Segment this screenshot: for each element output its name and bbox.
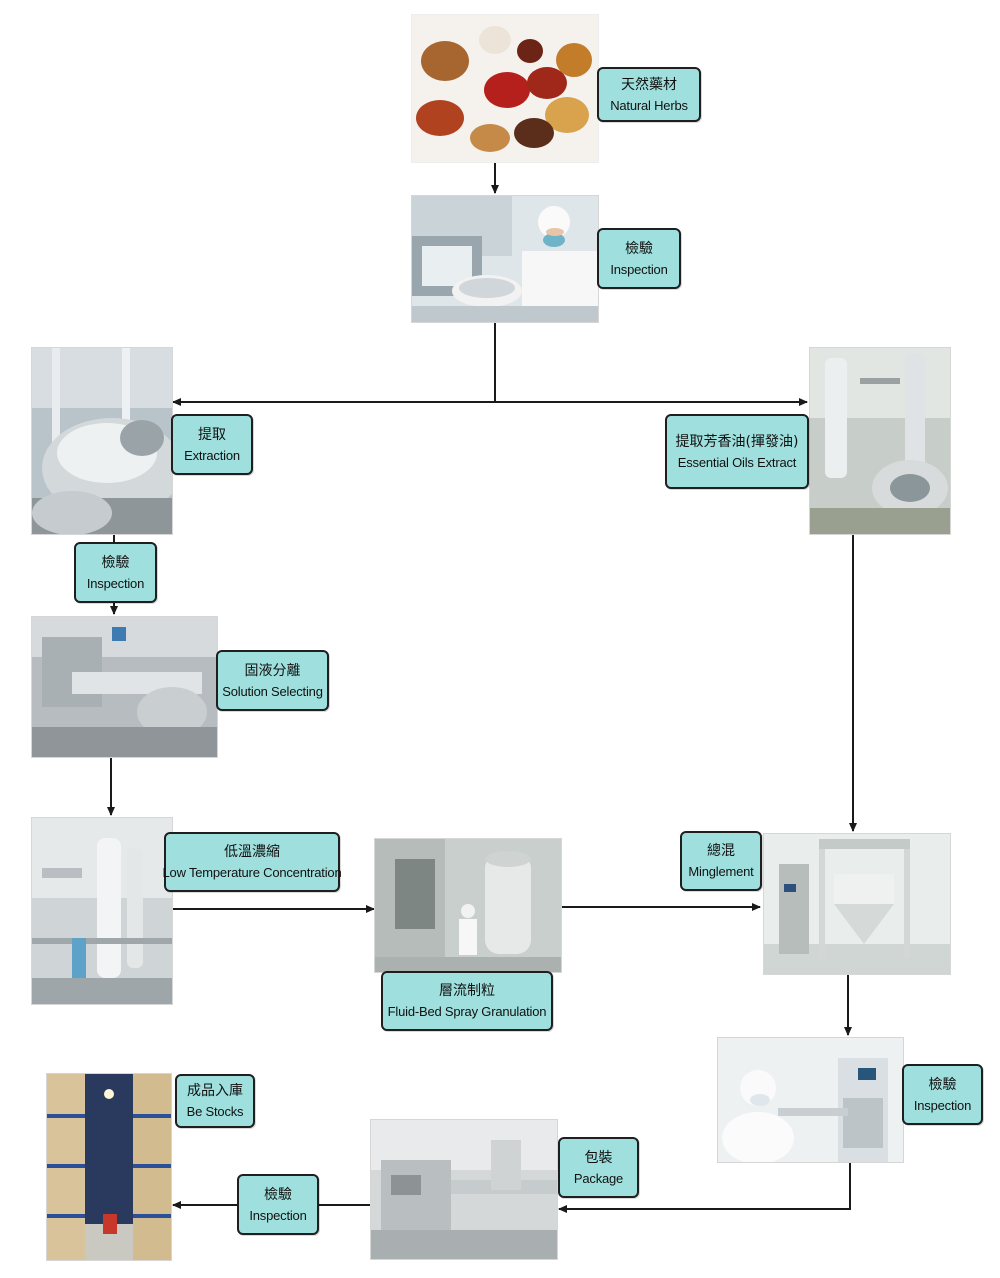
- step-title-en: Package: [573, 1170, 624, 1186]
- step-title-en: Inspection: [86, 575, 145, 591]
- step-package: 包裝 Package: [558, 1137, 639, 1198]
- step-title-en: Inspection: [249, 1207, 307, 1223]
- extraction-tank-photo: [31, 347, 173, 535]
- step-title-en: Natural Herbs: [610, 97, 688, 113]
- step-title-zh: 層流制粒: [439, 983, 495, 999]
- step-inspection-2: 檢驗 Inspection: [74, 542, 157, 603]
- step-be-stocks: 成品入庫 Be Stocks: [175, 1074, 255, 1128]
- lab-photo: [411, 195, 599, 323]
- step-title-en: Essential Oils Extract: [677, 454, 797, 470]
- step-essential-oils: 提取芳香油(揮發油) Essential Oils Extract: [665, 414, 809, 489]
- concentrator-photo: [31, 817, 173, 1005]
- step-inspection-3: 檢驗 Inspection: [902, 1064, 983, 1125]
- step-title-zh: 天然藥材: [621, 76, 677, 93]
- step-title-en: Extraction: [184, 447, 240, 463]
- warehouse-photo: [46, 1073, 172, 1261]
- step-title-zh: 檢驗: [264, 1186, 292, 1203]
- step-minglement: 總混 Minglement: [680, 831, 762, 891]
- packaging-line-photo: [370, 1119, 558, 1260]
- oil-extraction-photo: [809, 347, 951, 535]
- step-low-temp-concentration: 低溫濃縮 Low Temperature Concentration: [162, 832, 342, 892]
- step-title-en: Low Temperature Concentration: [162, 865, 342, 880]
- step-title-zh: 提取芳香油(揮發油): [675, 433, 799, 450]
- step-title-en: Inspection: [913, 1097, 972, 1113]
- step-title-zh: 總混: [707, 843, 735, 859]
- step-inspection-4: 檢驗 Inspection: [237, 1174, 319, 1235]
- step-title-zh: 固液分離: [244, 662, 301, 679]
- step-natural-herbs: 天然藥材 Natural Herbs: [597, 67, 701, 122]
- arrow-inspection-to-package: [558, 1163, 851, 1213]
- separator-photo: [31, 616, 218, 758]
- step-title-zh: 包裝: [584, 1149, 613, 1166]
- step-title-en: Minglement: [688, 864, 754, 879]
- step-extraction: 提取 Extraction: [171, 414, 253, 475]
- granulator-photo: [374, 838, 562, 973]
- step-title-en: Inspection: [610, 261, 668, 277]
- step-title-en: Solution Selecting: [222, 683, 323, 699]
- lab-instrument-photo: [717, 1037, 904, 1163]
- step-title-zh: 檢驗: [101, 554, 130, 571]
- step-solution-selecting: 固液分離 Solution Selecting: [216, 650, 329, 711]
- step-title-zh: 檢驗: [625, 240, 653, 257]
- herbs-photo: [411, 14, 599, 163]
- step-title-en: Fluid-Bed Spray Granulation: [387, 1004, 547, 1019]
- step-title-zh: 成品入庫: [187, 1083, 243, 1099]
- step-title-zh: 檢驗: [928, 1076, 957, 1093]
- step-title-zh: 提取: [198, 426, 226, 443]
- step-title-en: Be Stocks: [186, 1104, 244, 1119]
- mixer-photo: [763, 833, 951, 975]
- step-granulation: 層流制粒 Fluid-Bed Spray Granulation: [381, 971, 553, 1031]
- step-inspection-1: 檢驗 Inspection: [597, 228, 681, 289]
- step-title-zh: 低溫濃縮: [224, 844, 280, 860]
